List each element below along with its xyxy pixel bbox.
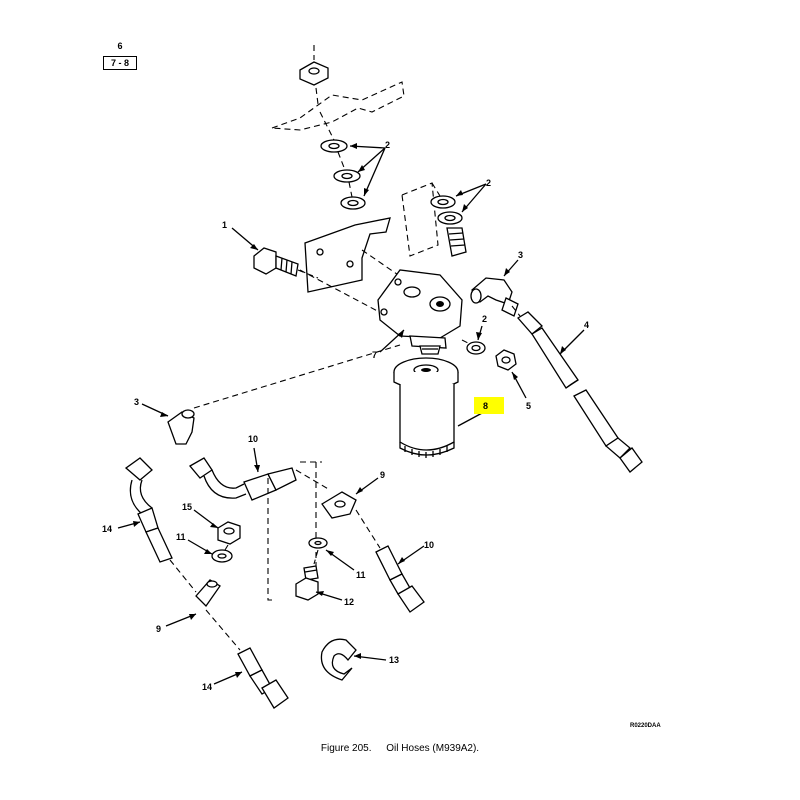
top-nut (299, 45, 329, 105)
callout-3-upper: 3 (518, 250, 523, 260)
nut-and-washer-left (211, 521, 241, 563)
callout-3-left: 3 (134, 397, 139, 407)
connector-frame (267, 462, 317, 601)
callout-14-bottom: 14 (202, 682, 212, 692)
callout-9-center: 9 (380, 470, 385, 480)
callout-2-washer: 2 (482, 314, 487, 324)
clip-part-13 (320, 638, 357, 681)
callout-11-center: 11 (356, 570, 366, 580)
callout-10-right: 10 (424, 540, 434, 550)
callout-10-center: 10 (248, 434, 258, 444)
leader-lines (117, 143, 585, 685)
callout-labels: 1 2 2 2 3 3 4 5 7 8 9 9 10 10 11 11 12 1… (102, 140, 661, 729)
clamp-center (321, 491, 357, 519)
washer-and-bolt-center (295, 537, 328, 601)
filter-bracket-plate (299, 217, 421, 316)
callout-4: 4 (584, 320, 589, 330)
callout-13: 13 (389, 655, 399, 665)
reference-block: 6 7 - 8 (100, 40, 140, 70)
callout-1: 1 (222, 220, 227, 230)
hose-right (355, 509, 425, 613)
callout-9-left: 9 (156, 624, 161, 634)
hose-upper (511, 305, 643, 473)
reference-top: 6 (117, 41, 123, 51)
callout-12: 12 (344, 597, 354, 607)
figure-title: Oil Hoses (M939A2). (386, 743, 480, 754)
clamp-left (195, 579, 241, 651)
callout-5: 5 (526, 401, 531, 411)
callout-11-left: 11 (176, 532, 186, 542)
filter-head (377, 269, 463, 355)
washer-and-nut (461, 339, 517, 371)
bolt-part-1 (253, 247, 319, 279)
callout-7: 7 (372, 350, 377, 360)
callout-14-left: 14 (102, 524, 112, 534)
callout-2-left: 2 (385, 140, 390, 150)
hose-left (124, 457, 197, 593)
elbow-left (167, 344, 401, 445)
drawing-code: R0220DAA (630, 723, 661, 729)
figure-caption: Figure 205. Oil Hoses (M939A2). (0, 743, 800, 754)
washer-stack-right (430, 182, 467, 257)
oil-filter (393, 357, 459, 458)
figure-number: Figure 205. (320, 743, 372, 754)
hose-bottom (237, 647, 289, 709)
callout-8-highlight (474, 397, 504, 414)
mounting-bracket (271, 81, 439, 257)
hose-center (189, 457, 331, 501)
washer-stack-left (319, 111, 366, 210)
reference-bottom: 7 - 8 (103, 56, 137, 70)
callout-2-right: 2 (486, 178, 491, 188)
elbow-upper (470, 277, 519, 317)
callout-15: 15 (182, 502, 192, 512)
callout-8: 8 (483, 401, 488, 411)
